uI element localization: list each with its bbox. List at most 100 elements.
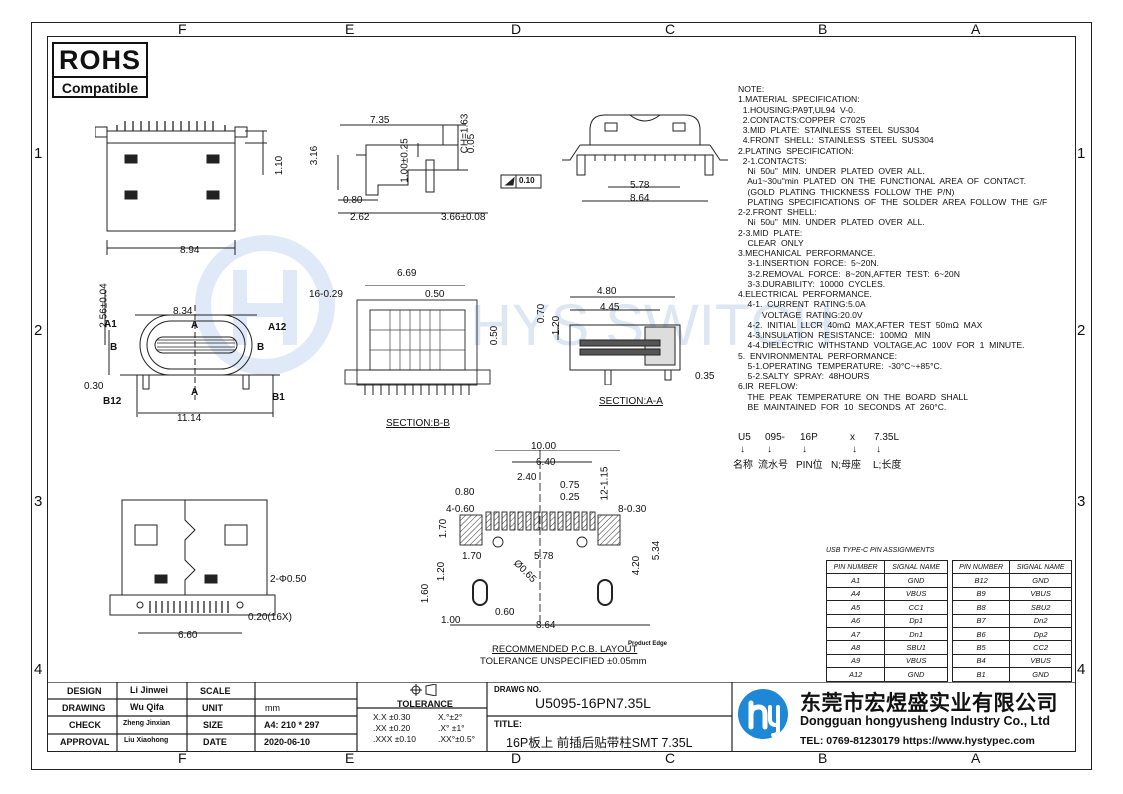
zone-row-right: 4 (1077, 661, 1086, 678)
note-line: 4-1. CURRENT RATING:5.0A (738, 299, 866, 310)
dim-secaa-480: 4.80 (597, 286, 617, 297)
pin-table-header: PIN NUMBER (825, 559, 886, 575)
dim-pcb-8030: 8-0.30 (618, 504, 647, 515)
zone-column-bottom: E (345, 750, 355, 766)
tolerance-linear: X.X ±0.30 (373, 712, 411, 722)
side-view (337, 124, 542, 214)
zone-row-left: 4 (34, 661, 43, 678)
note-line: 1.HOUSING:PA9T,UL94 V-0. (738, 104, 856, 115)
part-code-arrow-icon: ↓ (852, 444, 857, 455)
pin-table-header: SIGNAL NAME (1009, 559, 1072, 575)
pin-table-cell: B8 (951, 600, 1011, 615)
zone-column-top: F (178, 21, 187, 37)
tb-approval-name: Liu Xiaohong (124, 737, 169, 744)
section-aa-label: SECTION:A-A (599, 396, 663, 407)
zone-column-top: E (345, 21, 355, 37)
note-line: 2.CONTACTS:COPPER C7025 (738, 114, 866, 125)
dim-secbb-050b: 0.50 (489, 325, 501, 346)
outer-frame (31, 22, 1092, 770)
note-line: 3-3.DURABILITY: 10000 CYCLES. (738, 278, 886, 289)
part-code-description: L;长度 (873, 460, 902, 471)
zone-column-top: A (971, 21, 981, 37)
end-view (104, 290, 280, 417)
pin-table-cell: Dp2 (1009, 626, 1072, 642)
pin-table-header: PIN NUMBER (951, 559, 1011, 575)
note-line: 3.MECHANICAL PERFORMANCE. (738, 248, 876, 258)
dim-pcb-864: 8.64 (536, 620, 556, 631)
pin-table-cell: B7 (951, 613, 1011, 628)
pin-table-cell: VBUS (884, 653, 948, 669)
note-line: CLEAR ONLY (738, 237, 804, 248)
dim-bottom-2050: 2-Φ0.50 (270, 574, 307, 585)
pcb-layout-caption: RECOMMENDED P.C.B. LAYOUT (492, 644, 638, 655)
note-line: 3-1.INSERTION FORCE: 5~20N. (738, 258, 879, 269)
label-b1: B1 (272, 392, 285, 403)
note-line: NOTE: (738, 84, 765, 94)
dim-pcb-12: 12-1.15 (599, 466, 611, 501)
note-line: 2-3.MID PLATE: (738, 227, 803, 238)
pin-table-cell: A4 (825, 586, 886, 602)
tb-date-value: 2020-06-10 (264, 737, 311, 747)
dim-side-h: 3.16 (309, 145, 321, 166)
label-a12: A12 (268, 322, 287, 333)
part-code-arrow-icon: ↓ (876, 444, 881, 455)
part-code-arrow-icon: ↓ (802, 444, 807, 455)
label-section-b-left: B (110, 342, 118, 353)
pin-table-cell: GND (884, 667, 948, 682)
tb-company-contact: TEL: 0769-81230179 https://www.hystypec.… (800, 735, 1035, 747)
pin-table-cell: A5 (825, 600, 886, 615)
note-line: 4-2. INITIAL LLCR 40mΩ MAX,AFTER TEST 50… (738, 319, 983, 330)
zone-column-top: D (511, 21, 522, 37)
pin-table-title: USB TYPE-C PIN ASSIGNMENTS (826, 547, 935, 554)
pin-table-cell: A9 (825, 653, 886, 669)
dim-pcb-240: 2.40 (517, 472, 537, 483)
pin-table-cell: B6 (951, 626, 1011, 642)
dim-secbb-669: 6.69 (397, 268, 417, 279)
pin-table-cell: Dn1 (884, 626, 948, 642)
note-line: 5. ENVIRONMENTAL PERFORMANCE: (738, 350, 898, 361)
zone-column-bottom: C (665, 750, 676, 766)
section-aa-view (557, 296, 681, 385)
pin-table-cell: A8 (825, 640, 886, 655)
tb-size-label: SIZE (203, 720, 224, 730)
part-code-description: 名称 (733, 460, 753, 471)
drawing-border (47, 36, 1076, 752)
pin-table-cell: Dp1 (884, 613, 948, 628)
tb-check-name: Zheng Jinxian (123, 720, 171, 727)
tb-unit-label: UNIT (202, 703, 223, 713)
dim-side-100: 1.00±0.25 (399, 138, 411, 183)
tolerance-linear: .XX ±0.20 (373, 723, 411, 733)
projection-symbol-icon (410, 684, 437, 696)
pin-table-cell: SBU1 (884, 640, 948, 655)
pin-table-cell: CC1 (884, 600, 948, 615)
tb-drawing-label: DRAWING (62, 703, 106, 713)
pin-table-cell: B12 (951, 573, 1011, 588)
dim-pcb-420: 4.20 (631, 555, 643, 576)
pin-table-cell: CC2 (1009, 640, 1072, 655)
dim-side-262: 2.62 (350, 212, 370, 223)
tolerance-angular: .XX°±0.5° (438, 734, 475, 744)
tb-title-label: TITLE: (494, 719, 522, 729)
tb-design-name: Li Jinwei (130, 685, 169, 695)
note-line: 3-2.REMOVAL FORCE: 8~20N,AFTER TEST: 6~2… (738, 268, 960, 279)
note-line: Au1~30u"min PLATED ON THE FUNCTIONAL ARE… (738, 176, 1027, 187)
title-block-grid (47, 682, 1076, 752)
note-line: 5-2.SALTY SPRAY: 48HOURS (738, 371, 870, 381)
pin-table-cell: GND (884, 573, 948, 588)
part-code-arrow-icon: ↓ (740, 444, 745, 455)
dim-pcb-170a: 1.70 (438, 518, 450, 539)
tb-company-en: Dongguan hongyusheng Industry Co., Ltd (800, 714, 1050, 728)
part-code-description: 流水号 (758, 460, 788, 471)
note-line: 1.MATERIAL SPECIFICATION: (738, 94, 860, 105)
dim-secaa-120: 1.20 (551, 315, 563, 336)
dim-bottom-020: 0.20(16X) (248, 612, 292, 623)
